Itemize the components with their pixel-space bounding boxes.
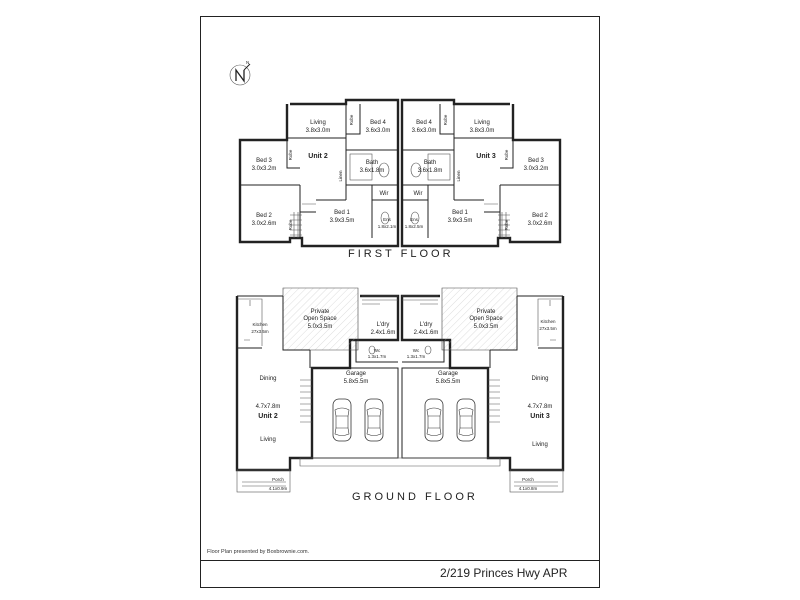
gf-u2-dining: Dining — [259, 376, 276, 382]
north-arrow-icon: N — [229, 60, 251, 86]
ff-u2-bed2-size: 3.0x2.6m — [252, 221, 277, 227]
plan-frame — [200, 16, 600, 588]
gf-u2-pos-size: 5.0x3.5m — [308, 324, 333, 330]
ff-u2-robe-1: Robe — [349, 114, 354, 125]
gf-u2-wc-name: Wc — [374, 348, 381, 353]
ff-u2-bed2-name: Bed 2 — [256, 213, 272, 219]
ff-u3-living-size: 3.8x3.0m — [470, 128, 495, 134]
car-icon — [456, 398, 476, 442]
ff-u3-bed3-name: Bed 3 — [528, 158, 544, 164]
ground-floor-title: GROUND FLOOR — [352, 491, 478, 503]
ff-u3-bed2-name: Bed 2 — [532, 213, 548, 219]
gf-u2-size: 4.7x7.8m — [256, 404, 281, 410]
ff-u2-bed1-size: 3.9x3.5m — [330, 218, 355, 224]
ff-u3-living-name: Living — [474, 120, 490, 126]
first-floor-title: FIRST FLOOR — [348, 248, 454, 260]
car-icon — [332, 398, 352, 442]
gf-u3-garage-name: Garage — [438, 371, 459, 377]
gf-u2-garage-name: Garage — [346, 371, 367, 377]
ff-u2-ens-name: Ens — [383, 217, 392, 222]
gf-unit3-label: Unit 3 — [530, 413, 550, 420]
gf-u2-kitchen-name: Kitchen — [252, 322, 268, 327]
gf-u2-porch-size: 4.1x0.9m — [269, 486, 288, 491]
ff-u3-robe-3: Robe — [504, 219, 509, 230]
gf-u2-garage-size: 5.8x5.5m — [344, 379, 369, 385]
ff-u3-bath-size: 3.6x1.8m — [418, 168, 443, 174]
gf-u3-ldry-size: 2.4x1.6m — [414, 330, 439, 336]
ff-unit2-label: Unit 2 — [308, 153, 328, 160]
ff-u3-bed1-name: Bed 1 — [452, 210, 468, 216]
gf-u3-porch-name: Porch — [522, 477, 534, 482]
gf-u2-ldry-size: 2.4x1.6m — [371, 330, 396, 336]
ff-u2-linen: Linen — [338, 170, 343, 182]
ff-u3-ens-size: 1.8x2.5m — [405, 224, 424, 229]
gf-u3-pos-size: 5.0x3.5m — [474, 324, 499, 330]
ff-u2-bed3-name: Bed 3 — [256, 158, 272, 164]
ff-u3-bed3-size: 3.0x3.2m — [524, 166, 549, 172]
ff-u2-ens-size: 1.8x2.1m — [378, 224, 397, 229]
gf-u3-kitchen-size: 27x3.5m — [539, 326, 557, 331]
gf-u3-living: Living — [532, 442, 548, 448]
ff-unit3-label: Unit 3 — [476, 153, 496, 160]
gf-u3-porch-size: 4.1x0.8m — [519, 486, 538, 491]
gf-u3-ldry-name: L'dry — [420, 322, 433, 328]
ff-u2-bed1-name: Bed 1 — [334, 210, 350, 216]
gf-u2-living: Living — [260, 437, 276, 443]
gf-u2-pos-name: Private — [311, 309, 330, 315]
gf-u3-pos-name2: Open Space — [469, 316, 503, 322]
ff-u2-robe-3: Robe — [288, 219, 293, 230]
ff-u3-linen: Linen — [456, 170, 461, 182]
gf-u3-wc-size: 1.3x1.7m — [407, 354, 426, 359]
ff-u2-bed4-name: Bed 4 — [370, 120, 386, 126]
gf-u2-ldry-name: L'dry — [377, 322, 390, 328]
gf-u2-pos-name2: Open Space — [303, 316, 337, 322]
ff-u3-robe-2: Robe — [504, 149, 509, 160]
gf-u3-size: 4.7x7.8m — [528, 404, 553, 410]
gf-u2-porch-name: Porch — [272, 477, 284, 482]
car-icon — [364, 398, 384, 442]
gf-unit2-label: Unit 2 — [258, 413, 278, 420]
ground-floor-walls — [235, 287, 565, 493]
ff-u3-bed2-size: 3.0x2.6m — [528, 221, 553, 227]
ff-u3-bath-name: Bath — [424, 160, 436, 166]
gf-u3-wc-name: Wc — [413, 348, 420, 353]
footer-rule — [200, 560, 600, 561]
ff-u3-bed1-size: 3.9x3.5m — [448, 218, 473, 224]
car-icon — [424, 398, 444, 442]
gf-u2-wc-size: 1.3x1.7m — [368, 354, 387, 359]
ff-u3-bed4-name: Bed 4 — [416, 120, 432, 126]
first-floor-walls — [238, 98, 562, 248]
plan-credit: Floor Plan presented by Boxbrownie.com. — [207, 549, 310, 555]
ff-u2-living-name: Living — [310, 120, 326, 126]
gf-u3-kitchen-name: Kitchen — [540, 319, 556, 324]
ff-u2-bath-size: 3.6x1.8m — [360, 168, 385, 174]
ff-u3-wir: Wir — [414, 191, 423, 197]
ff-u2-bath-name: Bath — [366, 160, 378, 166]
gf-u3-garage-size: 5.8x5.5m — [436, 379, 461, 385]
gf-u3-dining: Dining — [531, 376, 548, 382]
ff-u2-bed3-size: 3.0x3.2m — [252, 166, 277, 172]
ff-u2-wir: Wir — [380, 191, 389, 197]
gf-u2-kitchen-size: 27x3.5m — [251, 329, 269, 334]
ff-u2-robe-2: Robe — [288, 149, 293, 160]
ff-u2-living-size: 3.8x3.0m — [306, 128, 331, 134]
ff-u3-ens-name: Ens — [410, 217, 419, 222]
ff-u2-bed4-size: 3.6x3.0m — [366, 128, 391, 134]
ff-u3-bed4-size: 3.6x3.0m — [412, 128, 437, 134]
gf-u3-pos-name: Private — [477, 309, 496, 315]
property-address: 2/219 Princes Hwy APR — [440, 566, 568, 580]
ff-u3-robe-1: Robe — [443, 114, 448, 125]
north-letter: N — [246, 60, 249, 65]
